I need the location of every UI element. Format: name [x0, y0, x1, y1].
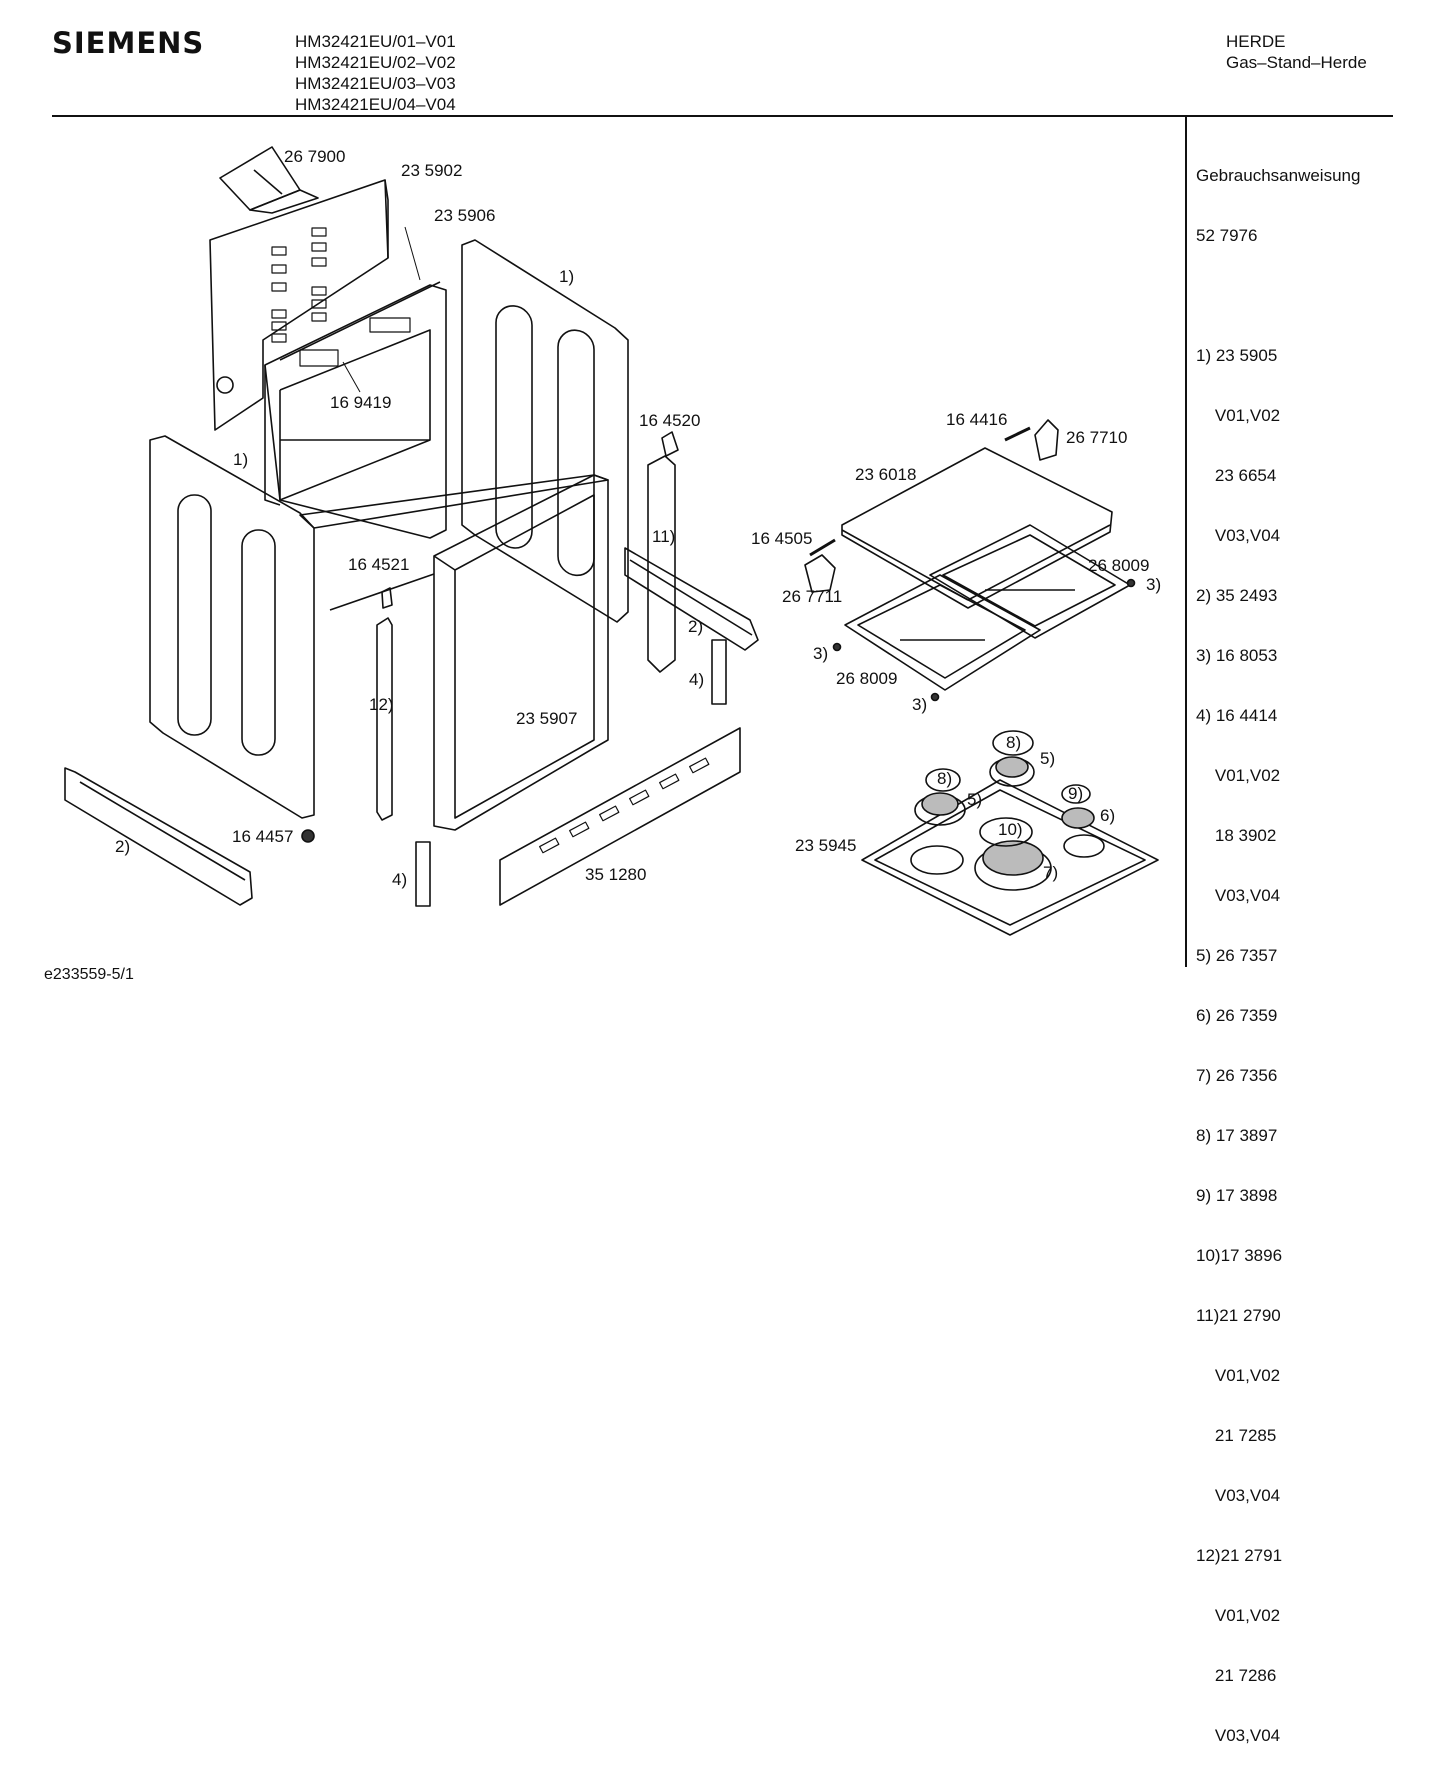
burner-part — [914, 730, 1095, 891]
inner-frame-part — [264, 281, 447, 539]
category-line: Gas–Stand–Herde — [1226, 53, 1367, 72]
legend-line: V01,V02 — [1196, 1366, 1281, 1385]
slide-rail-part — [64, 767, 253, 906]
legend-line: V01,V02 — [1196, 1606, 1281, 1625]
part-callout-164505: 16 4505 — [751, 529, 813, 548]
model-number: HM32421EU/04–V04 — [295, 95, 456, 114]
legend-line: V01,V02 — [1196, 766, 1281, 785]
cover-strip-part — [376, 587, 393, 821]
legend-divider — [1185, 117, 1187, 967]
part-callout-5: 5) — [1040, 749, 1056, 768]
part-callout-268009: 26 8009 — [836, 669, 898, 688]
part-callout-9: 9) — [1068, 784, 1084, 803]
part-callout-7: 7) — [1043, 863, 1059, 882]
part-callout-4: 4) — [392, 870, 408, 889]
exploded-parts-drawing — [64, 146, 1159, 936]
part-callout-164416: 16 4416 — [946, 410, 1008, 429]
part-callout-6: 6) — [1100, 806, 1116, 825]
model-list: HM32421EU/01–V01 HM32421EU/02–V02 HM3242… — [295, 31, 456, 115]
part-callout-235902: 23 5902 — [401, 161, 463, 180]
legend-line: 4) 16 4414 — [1196, 706, 1278, 725]
legend-line: 18 3902 — [1196, 826, 1277, 845]
header-divider — [52, 115, 1393, 117]
legend-line: 21 7286 — [1196, 1666, 1277, 1685]
part-callout-164457: 16 4457 — [232, 827, 294, 846]
model-number: HM32421EU/02–V02 — [295, 53, 456, 72]
category-line: HERDE — [1226, 32, 1286, 51]
product-category: HERDE Gas–Stand–Herde — [1226, 31, 1367, 73]
part-callout-1: 1) — [559, 267, 575, 286]
right-side-panel-part — [461, 239, 629, 623]
part-callout-267710: 26 7710 — [1066, 428, 1128, 447]
part-callout-3: 3) — [1146, 575, 1162, 594]
top-bracket-part — [219, 146, 319, 214]
part-callout-3: 3) — [813, 644, 829, 663]
legend-line: V03,V04 — [1196, 1486, 1281, 1505]
part-callout-235906: 23 5906 — [434, 206, 496, 225]
legend-line: 6) 26 7359 — [1196, 1006, 1278, 1025]
foot-part — [301, 829, 315, 843]
cover-strip-part — [647, 431, 679, 673]
part-callout-8: 8) — [1006, 733, 1022, 752]
part-callout-8: 8) — [937, 769, 953, 788]
part-callout-267900: 26 7900 — [284, 147, 346, 166]
part-callout-12: 12) — [369, 695, 394, 714]
legend-line: 1) 23 5905 — [1196, 346, 1278, 365]
legend-line — [1196, 286, 1360, 306]
part-callout-11: 11) — [652, 527, 676, 546]
part-callout-164520: 16 4520 — [639, 411, 701, 430]
legend-line: V03,V04 — [1196, 886, 1281, 905]
back-panel-part — [209, 179, 389, 431]
part-callout-5: 5) — [967, 790, 983, 809]
part-callout-169419: 16 9419 — [330, 393, 392, 412]
part-callout-268009: 26 8009 — [1088, 556, 1150, 575]
legend-line: 23 6654 — [1196, 466, 1277, 485]
part-callout-4: 4) — [689, 670, 705, 689]
lower-frame-part — [299, 474, 609, 831]
hinge-bracket-part — [415, 639, 727, 907]
legend-line: 21 7285 — [1196, 1426, 1277, 1445]
legend-line: 7) 26 7356 — [1196, 1066, 1278, 1085]
legend-line: 5) 26 7357 — [1196, 946, 1278, 965]
legend-line: V03,V04 — [1196, 526, 1281, 545]
model-number: HM32421EU/01–V01 — [295, 32, 456, 51]
part-callout-236018: 23 6018 — [855, 465, 917, 484]
bottom-panel-part — [499, 727, 741, 906]
legend-line: 10)17 3896 — [1196, 1246, 1283, 1265]
legend-line: V01,V02 — [1196, 406, 1281, 425]
legend-line: 8) 17 3897 — [1196, 1126, 1278, 1145]
document-id: e233559-5/1 — [44, 966, 134, 983]
brand-logo: SIEMENS — [52, 26, 205, 60]
part-callout-3: 3) — [912, 695, 928, 714]
slide-rail-part — [624, 547, 759, 651]
part-callout-10: 10) — [998, 820, 1023, 839]
hinge-part — [804, 419, 1059, 593]
part-callout-267711: 26 7711 — [782, 587, 843, 606]
legend-line: Gebrauchsanweisung — [1196, 166, 1361, 185]
pan-support-part — [844, 524, 1131, 691]
left-side-panel-part — [149, 435, 315, 819]
part-callout-351280: 35 1280 — [585, 865, 647, 884]
legend-line: 2) 35 2493 — [1196, 586, 1278, 605]
part-callout-2: 2) — [688, 617, 704, 636]
part-callout-235945: 23 5945 — [795, 836, 857, 855]
part-callout-1: 1) — [233, 450, 249, 469]
legend-line: 3) 16 8053 — [1196, 646, 1278, 665]
legend-line: 52 7976 — [1196, 226, 1258, 245]
part-callout-235907: 23 5907 — [516, 709, 578, 728]
part-callout-164521: 16 4521 — [348, 555, 410, 574]
legend-line: 11)21 2790 — [1196, 1306, 1281, 1325]
model-number: HM32421EU/03–V03 — [295, 74, 456, 93]
part-callout-2: 2) — [115, 837, 131, 856]
parts-legend: Gebrauchsanweisung 52 7976 1) 23 5905 V0… — [1196, 126, 1360, 1766]
legend-line: V03,V04 — [1196, 1726, 1281, 1745]
legend-line: 9) 17 3898 — [1196, 1186, 1278, 1205]
legend-line: 12)21 2791 — [1196, 1546, 1283, 1565]
